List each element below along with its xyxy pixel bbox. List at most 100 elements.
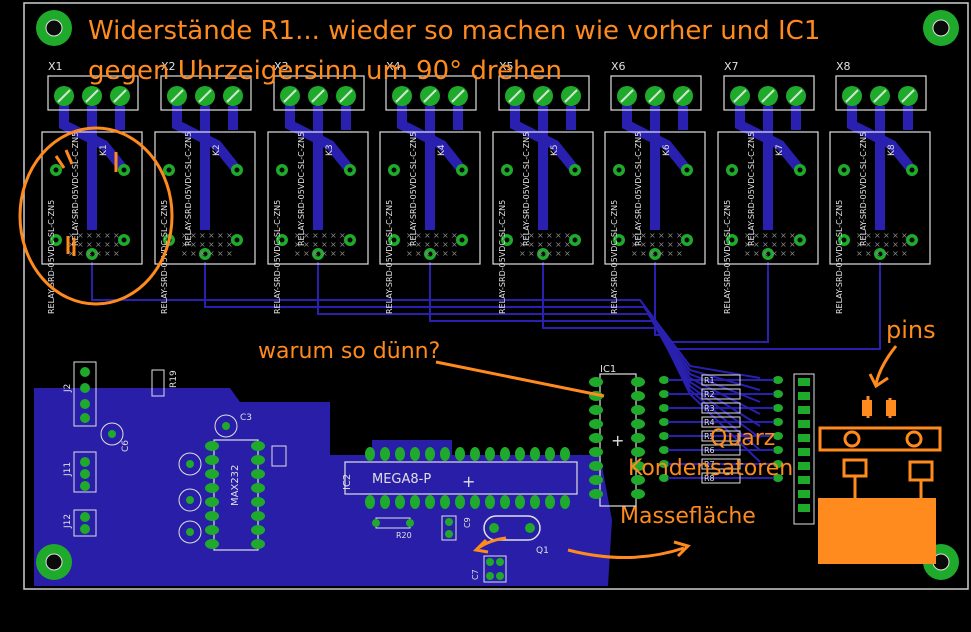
svg-text:×: × — [95, 231, 102, 240]
resistor-label: R2 — [704, 390, 715, 399]
mounting-hole-tr — [923, 10, 959, 46]
svg-text:×: × — [883, 231, 890, 240]
relay-k8[interactable]: ××××××××××××××××××RELAY-SRD-05VDC-SL-C-Z… — [829, 131, 931, 314]
resistor-r5[interactable]: R5 — [659, 430, 783, 442]
terminal-x6[interactable]: X6 — [610, 60, 702, 111]
annotation-warum: warum so dünn? — [258, 339, 441, 364]
svg-text:×: × — [771, 249, 778, 258]
relay-side-label: RELAY-SRD-05VDC-SL-C-ZN5 — [610, 200, 619, 314]
resistor-r6[interactable]: R6 — [659, 444, 783, 456]
relay-side-label: RELAY-SRD-05VDC-SL-C-ZN5 — [498, 200, 507, 314]
crystal-q1[interactable]: Q1 — [483, 515, 549, 556]
right-pin-header — [793, 373, 815, 525]
svg-text:×: × — [113, 240, 120, 249]
svg-text:×: × — [631, 231, 638, 240]
svg-text:×: × — [676, 240, 683, 249]
svg-text:×: × — [753, 231, 760, 240]
svg-text:×: × — [789, 231, 796, 240]
svg-text:×: × — [312, 249, 319, 258]
relay-k5[interactable]: ××××××××××××××××××RELAY-SRD-05VDC-SL-C-Z… — [492, 131, 594, 314]
relay-side-label: RELAY-SRD-05VDC-SL-C-ZN5 — [273, 200, 282, 314]
resistor-r8[interactable]: R8 — [659, 472, 783, 484]
relay-side-label: RELAY-SRD-05VDC-SL-C-ZN5 — [47, 200, 56, 314]
ic2-pins-top — [365, 447, 570, 461]
svg-text:×: × — [762, 240, 769, 249]
svg-text:×: × — [217, 231, 224, 240]
ic1-pins — [589, 377, 645, 499]
annotation-arrow-crystal — [472, 536, 507, 554]
svg-text:×: × — [631, 240, 638, 249]
svg-text:×: × — [303, 240, 310, 249]
annotation-arrow-masse — [567, 540, 691, 560]
svg-text:×: × — [77, 240, 84, 249]
terminal-x4[interactable]: X4 — [385, 60, 477, 111]
svg-text:×: × — [68, 240, 75, 249]
relay-name-label: K7 — [775, 144, 785, 156]
ic1-chip[interactable]: IC1 + — [589, 364, 645, 507]
svg-text:×: × — [874, 249, 881, 258]
terminal-x7[interactable]: X7 — [723, 60, 815, 111]
svg-text:×: × — [199, 240, 206, 249]
relay-name-label: K8 — [887, 144, 897, 156]
svg-text:×: × — [226, 231, 233, 240]
resistor-label: R6 — [704, 446, 715, 455]
max232-pins — [205, 441, 265, 549]
terminal-x5[interactable]: X5 — [498, 60, 590, 111]
terminal-x1[interactable]: X1 — [47, 60, 139, 111]
svg-text:×: × — [451, 249, 458, 258]
svg-text:×: × — [217, 249, 224, 258]
svg-text:×: × — [217, 240, 224, 249]
resistor-label: R1 — [704, 376, 715, 385]
relay-part-label: RELAY-SRD-05VDC-SL-C-ZN5 — [297, 132, 306, 246]
svg-text:×: × — [181, 231, 188, 240]
mounting-hole-tl — [36, 10, 72, 46]
terminal-label: X4 — [386, 60, 401, 73]
max232-label: MAX232 — [230, 465, 241, 506]
svg-text:×: × — [856, 231, 863, 240]
terminal-x2[interactable]: X2 — [160, 60, 252, 111]
annotation-circle-k1 — [18, 126, 174, 306]
svg-text:×: × — [86, 231, 93, 240]
svg-text:×: × — [104, 231, 111, 240]
svg-text:×: × — [451, 240, 458, 249]
relay-name-label: K1 — [99, 144, 109, 156]
ground-plane — [34, 388, 612, 586]
svg-text:×: × — [190, 240, 197, 249]
max232-chip[interactable]: MAX232 — [205, 439, 265, 551]
relay-k1[interactable]: ××××××××××××××××××RELAY-SRD-05VDC-SL-C-Z… — [41, 131, 143, 314]
resistor-r4[interactable]: R4 — [659, 416, 783, 428]
terminal-row: X1 X2 X3 X4 X5 X6 X7 X8 — [47, 60, 927, 111]
resistor-r7[interactable]: R7 — [659, 458, 783, 470]
annotation-kondensatoren: Kondensatoren — [628, 456, 794, 481]
svg-text:×: × — [406, 249, 413, 258]
resistor-r2[interactable]: R2 — [659, 388, 783, 400]
svg-text:×: × — [555, 240, 562, 249]
relay-part-label: RELAY-SRD-05VDC-SL-C-ZN5 — [859, 132, 868, 246]
svg-text:×: × — [190, 249, 197, 258]
relay-part-label: RELAY-SRD-05VDC-SL-C-ZN5 — [409, 132, 418, 246]
relay-k6[interactable]: ××××××××××××××××××RELAY-SRD-05VDC-SL-C-Z… — [604, 131, 706, 314]
resistor-r3[interactable]: R3 — [659, 402, 783, 414]
resistor-r1[interactable]: R1 — [659, 374, 783, 386]
terminal-x3[interactable]: X3 — [273, 60, 365, 111]
relay-k4[interactable]: ××××××××××××××××××RELAY-SRD-05VDC-SL-C-Z… — [379, 131, 481, 314]
svg-text:×: × — [226, 240, 233, 249]
ic2-mega8[interactable]: MEGA8-P IC2 + — [342, 447, 578, 509]
svg-text:×: × — [181, 249, 188, 258]
svg-text:×: × — [901, 231, 908, 240]
svg-text:×: × — [771, 240, 778, 249]
terminal-x8[interactable]: X8 — [835, 60, 927, 111]
relay-part-label: RELAY-SRD-05VDC-SL-C-ZN5 — [522, 132, 531, 246]
svg-text:×: × — [339, 249, 346, 258]
relay-part-label: RELAY-SRD-05VDC-SL-C-ZN5 — [184, 132, 193, 246]
svg-text:×: × — [433, 231, 440, 240]
ic1-name: IC1 — [600, 364, 616, 375]
relay-part-label: RELAY-SRD-05VDC-SL-C-ZN5 — [747, 132, 756, 246]
relay-k7[interactable]: ××××××××××××××××××RELAY-SRD-05VDC-SL-C-Z… — [717, 131, 819, 314]
svg-text:×: × — [339, 231, 346, 240]
svg-text:×: × — [190, 231, 197, 240]
svg-text:×: × — [883, 249, 890, 258]
relay-k3[interactable]: ××××××××××××××××××RELAY-SRD-05VDC-SL-C-Z… — [267, 131, 369, 314]
svg-text:×: × — [744, 240, 751, 249]
